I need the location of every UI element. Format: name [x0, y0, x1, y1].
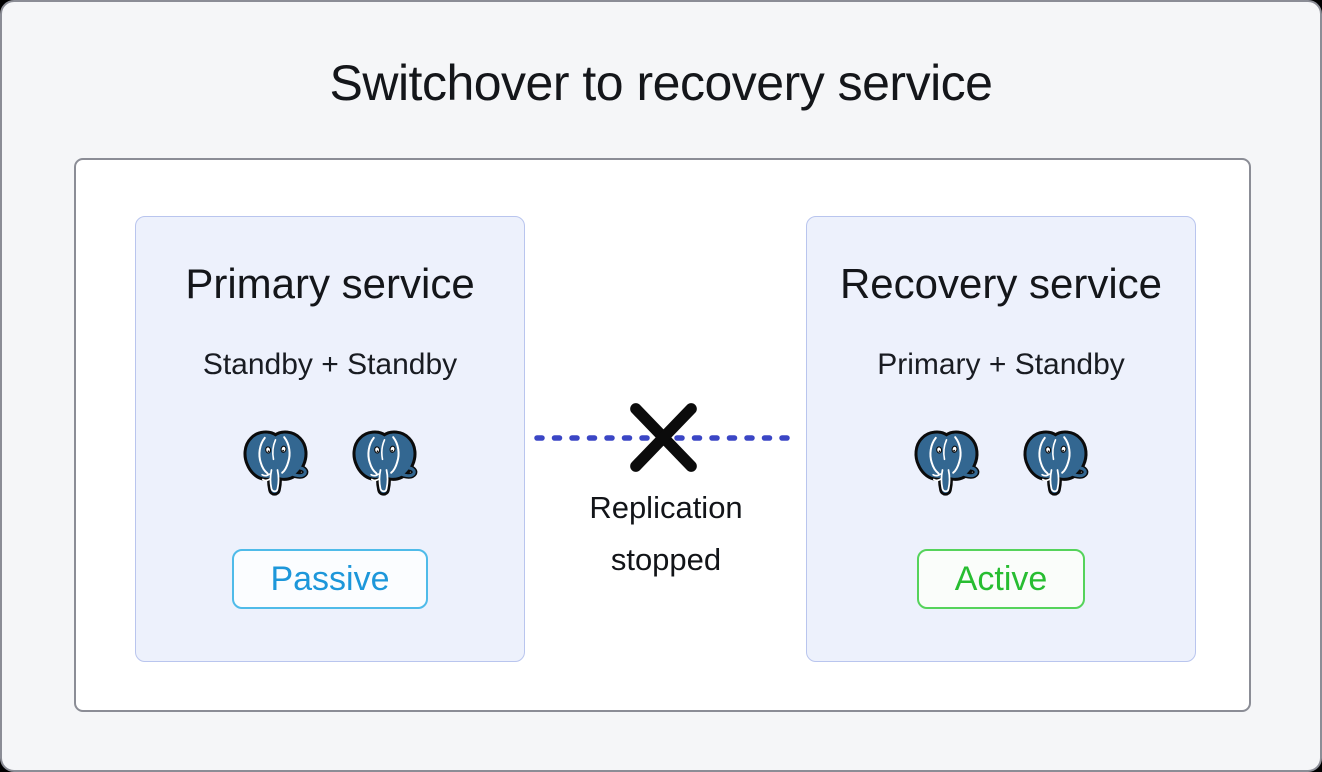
primary-service-card: Primary service Standby + Standby Passiv…	[135, 216, 525, 662]
postgresql-icon	[1022, 429, 1089, 499]
replication-status-label: Replication stopped	[513, 482, 819, 586]
active-status-badge: Active	[916, 549, 1086, 610]
postgresql-icon	[913, 429, 980, 499]
recovery-service-card: Recovery service Primary + Standby Activ…	[806, 216, 1196, 662]
passive-status-badge: Passive	[232, 549, 428, 610]
page-title: Switchover to recovery service	[329, 55, 993, 111]
service-roles-label: Primary + Standby	[877, 348, 1125, 382]
postgresql-icon	[242, 429, 309, 499]
database-node-row	[242, 429, 418, 499]
service-title: Primary service	[185, 260, 475, 307]
replication-status-line2: stopped	[610, 542, 722, 577]
service-roles-label: Standby + Standby	[202, 348, 458, 382]
database-node-row	[913, 429, 1089, 499]
x-mark-icon	[630, 403, 697, 472]
postgresql-icon	[351, 429, 418, 499]
replication-status-line1: Replication	[589, 490, 743, 525]
services-panel: Primary service Standby + Standby Passiv…	[74, 158, 1251, 712]
service-title: Recovery service	[839, 260, 1163, 307]
